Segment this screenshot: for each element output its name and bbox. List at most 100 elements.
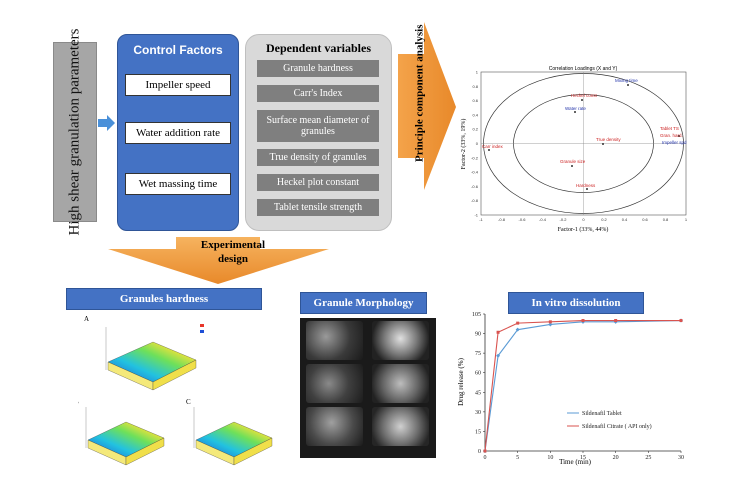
y-tick-label: 15 [475,429,481,435]
correlation-xtick: -0.8 [498,217,506,222]
dissolution-title: In vitro dissolution [508,292,644,314]
y-tick-label: 0 [478,449,481,455]
correlation-xtick: -0.6 [519,217,527,222]
loading-point [602,143,604,145]
sem-image [306,321,363,360]
svg-text:Heckel const: Heckel const [571,93,598,98]
x-tick-label: 15 [580,455,586,461]
correlation-plot-xlabel: Factor-1 (33%, 44%) [558,226,609,233]
subplot-label-c: C [186,398,191,406]
data-point [581,319,585,323]
correlation-ytick: -1 [474,213,478,218]
sem-image [372,321,429,360]
design-arrow [108,237,329,284]
granules-hardness-title: Granules hardness [66,288,262,310]
correlation-ytick: 0.6 [472,98,478,103]
y-tick-label: 60 [475,371,481,377]
data-point [496,330,500,334]
data-point [679,319,683,323]
correlation-plot-ylabel: Factor-2 (33%, 19%) [460,119,467,170]
correlation-ytick: 0.2 [472,127,478,132]
loading-point [488,149,490,151]
parameters-box: High shear granulation parameters [53,28,97,236]
data-point [516,321,520,325]
granule-morphology-title: Granule Morphology [300,292,427,314]
y-tick-label: 90 [475,332,481,338]
dependent-variables-box: Dependent variables Granule hardness Car… [245,34,392,231]
correlation-ytick: -0.8 [471,198,479,203]
correlation-xtick: 1 [685,217,688,222]
sem-image [306,364,363,403]
x-tick-label: 30 [678,455,684,461]
granules-hardness-plots: A B C [78,315,273,466]
dependent-variable-item: True density of granules [257,149,379,166]
correlation-xtick: -0.4 [539,217,547,222]
pca-label: Principle component analysis [413,24,426,162]
data-point [548,322,553,327]
svg-text:True density: True density [596,137,621,142]
sem-image [372,364,429,403]
loading-point [627,84,629,86]
x-tick-label: 10 [547,455,553,461]
svg-text:Tablet TS: Tablet TS [660,126,679,131]
y-tick-label: 45 [475,390,481,396]
correlation-plot-title: Correlation Loadings (X and Y) [549,66,618,72]
correlation-ytick: 0 [476,141,479,146]
data-point [496,353,501,358]
series-line [484,319,681,452]
data-point [548,320,552,324]
legend-entry: Sildenafil Tablet [582,410,622,417]
subplot-label-b: B [78,398,79,406]
control-factor-item: Impeller speed [125,74,231,96]
parameters-label: High shear granulation parameters [66,28,83,236]
correlation-ytick: -0.4 [471,170,479,175]
correlation-xtick: -0.2 [560,217,568,222]
correlation-xtick: -1 [479,217,483,222]
loading-point [586,188,588,190]
dependent-variable-item: Carr's Index [257,85,379,102]
control-factors-title: Control Factors [133,43,223,57]
svg-text:Gran. hard.: Gran. hard. [660,133,683,138]
dissolution-ylabel: Drug release (%) [457,357,465,405]
data-point [614,319,618,323]
y-tick-label: 30 [475,410,481,416]
correlation-xtick: 0 [582,217,585,222]
loading-point [678,135,680,137]
dependent-variable-item: Tablet tensile strength [257,199,379,216]
loading-point [571,165,573,167]
y-tick-label: 75 [475,351,481,357]
control-factor-item: Water addition rate [125,122,231,144]
sem-image-grid [300,318,436,458]
correlation-xtick: 0.4 [622,217,628,222]
dissolution-xlabel: Time (min) [559,458,591,466]
x-tick-label: 5 [516,455,519,461]
dependent-variable-item: Heckel plot constant [257,174,379,191]
pca-arrow [398,22,456,190]
dependent-variable-item: Granule hardness [257,60,379,77]
correlation-xtick: 0.2 [601,217,607,222]
correlation-ytick: 0.4 [472,112,478,117]
svg-text:Mixing time: Mixing time [615,78,638,83]
svg-text:Water rate: Water rate [565,106,586,111]
sem-image [306,407,363,446]
x-tick-label: 25 [645,455,651,461]
svg-text:Impeller spd: Impeller spd [662,140,687,145]
correlation-ytick: -0.6 [471,184,479,189]
right-arrow-icon [98,115,115,131]
correlation-ytick: 0.8 [472,84,478,89]
svg-text:Hardness: Hardness [576,183,596,188]
loading-point [574,111,576,113]
design-label: Experimental design [200,239,266,265]
data-point [515,327,520,332]
correlation-xtick: 0.6 [642,217,648,222]
y-tick-label: 105 [472,312,481,318]
subplot-label-a: A [84,315,89,323]
x-tick-label: 0 [484,455,487,461]
correlation-xtick: 0.8 [663,217,669,222]
data-point [483,449,487,453]
series-line [484,319,682,452]
svg-text:Carr index: Carr index [482,144,504,149]
svg-text:Granule size: Granule size [560,159,586,164]
sem-image [372,407,429,446]
